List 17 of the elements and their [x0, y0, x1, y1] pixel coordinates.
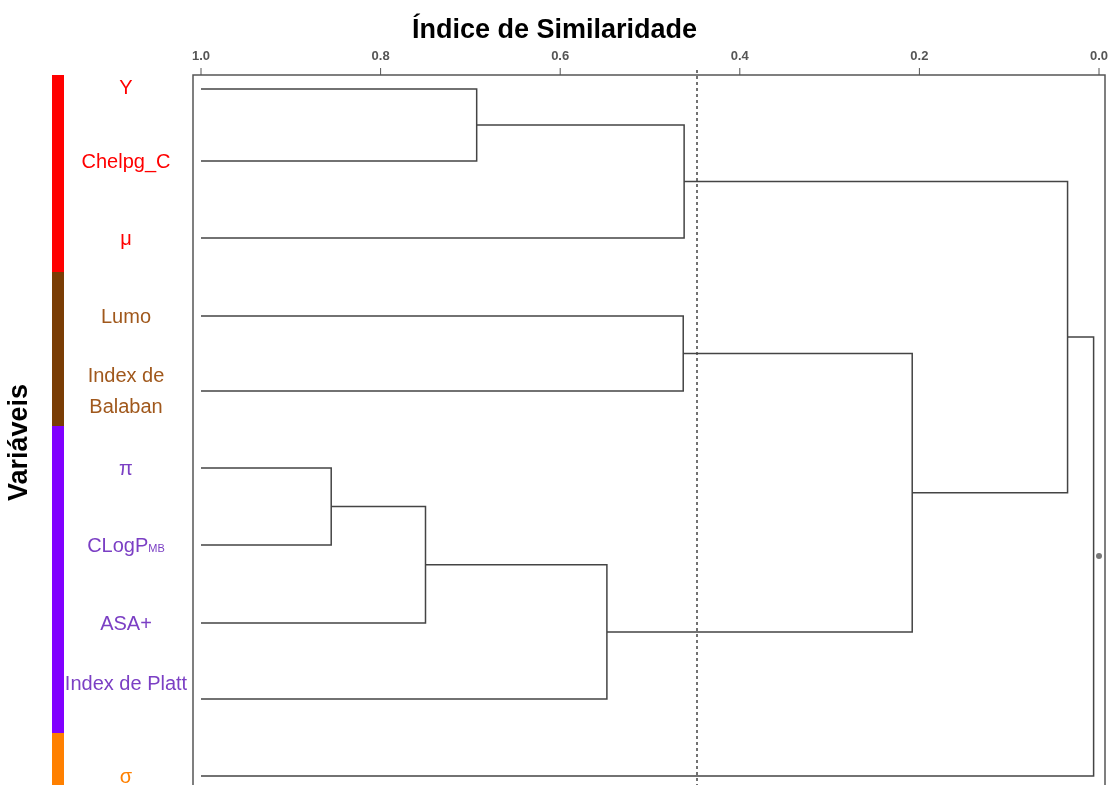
variable-label: μ — [119, 226, 133, 251]
chart-title: Índice de Similaridade — [412, 14, 698, 45]
variable-label: Chelpg_C — [80, 149, 172, 175]
axis-title: Variáveis — [2, 382, 34, 503]
variable-label: Index de Balaban — [86, 363, 166, 419]
tick-label: 0.4 — [729, 48, 750, 63]
tick-label: 0.8 — [370, 48, 391, 63]
variable-label: σ — [118, 764, 134, 785]
tick-label: 0.0 — [1088, 48, 1110, 63]
tick-label: 1.0 — [190, 48, 212, 63]
variable-label: ASA+ — [99, 611, 153, 636]
tick-label: 0.6 — [550, 48, 571, 63]
variable-label: Lumo — [100, 304, 152, 329]
variable-label: Y — [118, 75, 134, 100]
tick-label: 0.2 — [909, 48, 930, 63]
variable-label: Index de Platt — [63, 671, 189, 696]
variable-label: π — [118, 456, 134, 481]
